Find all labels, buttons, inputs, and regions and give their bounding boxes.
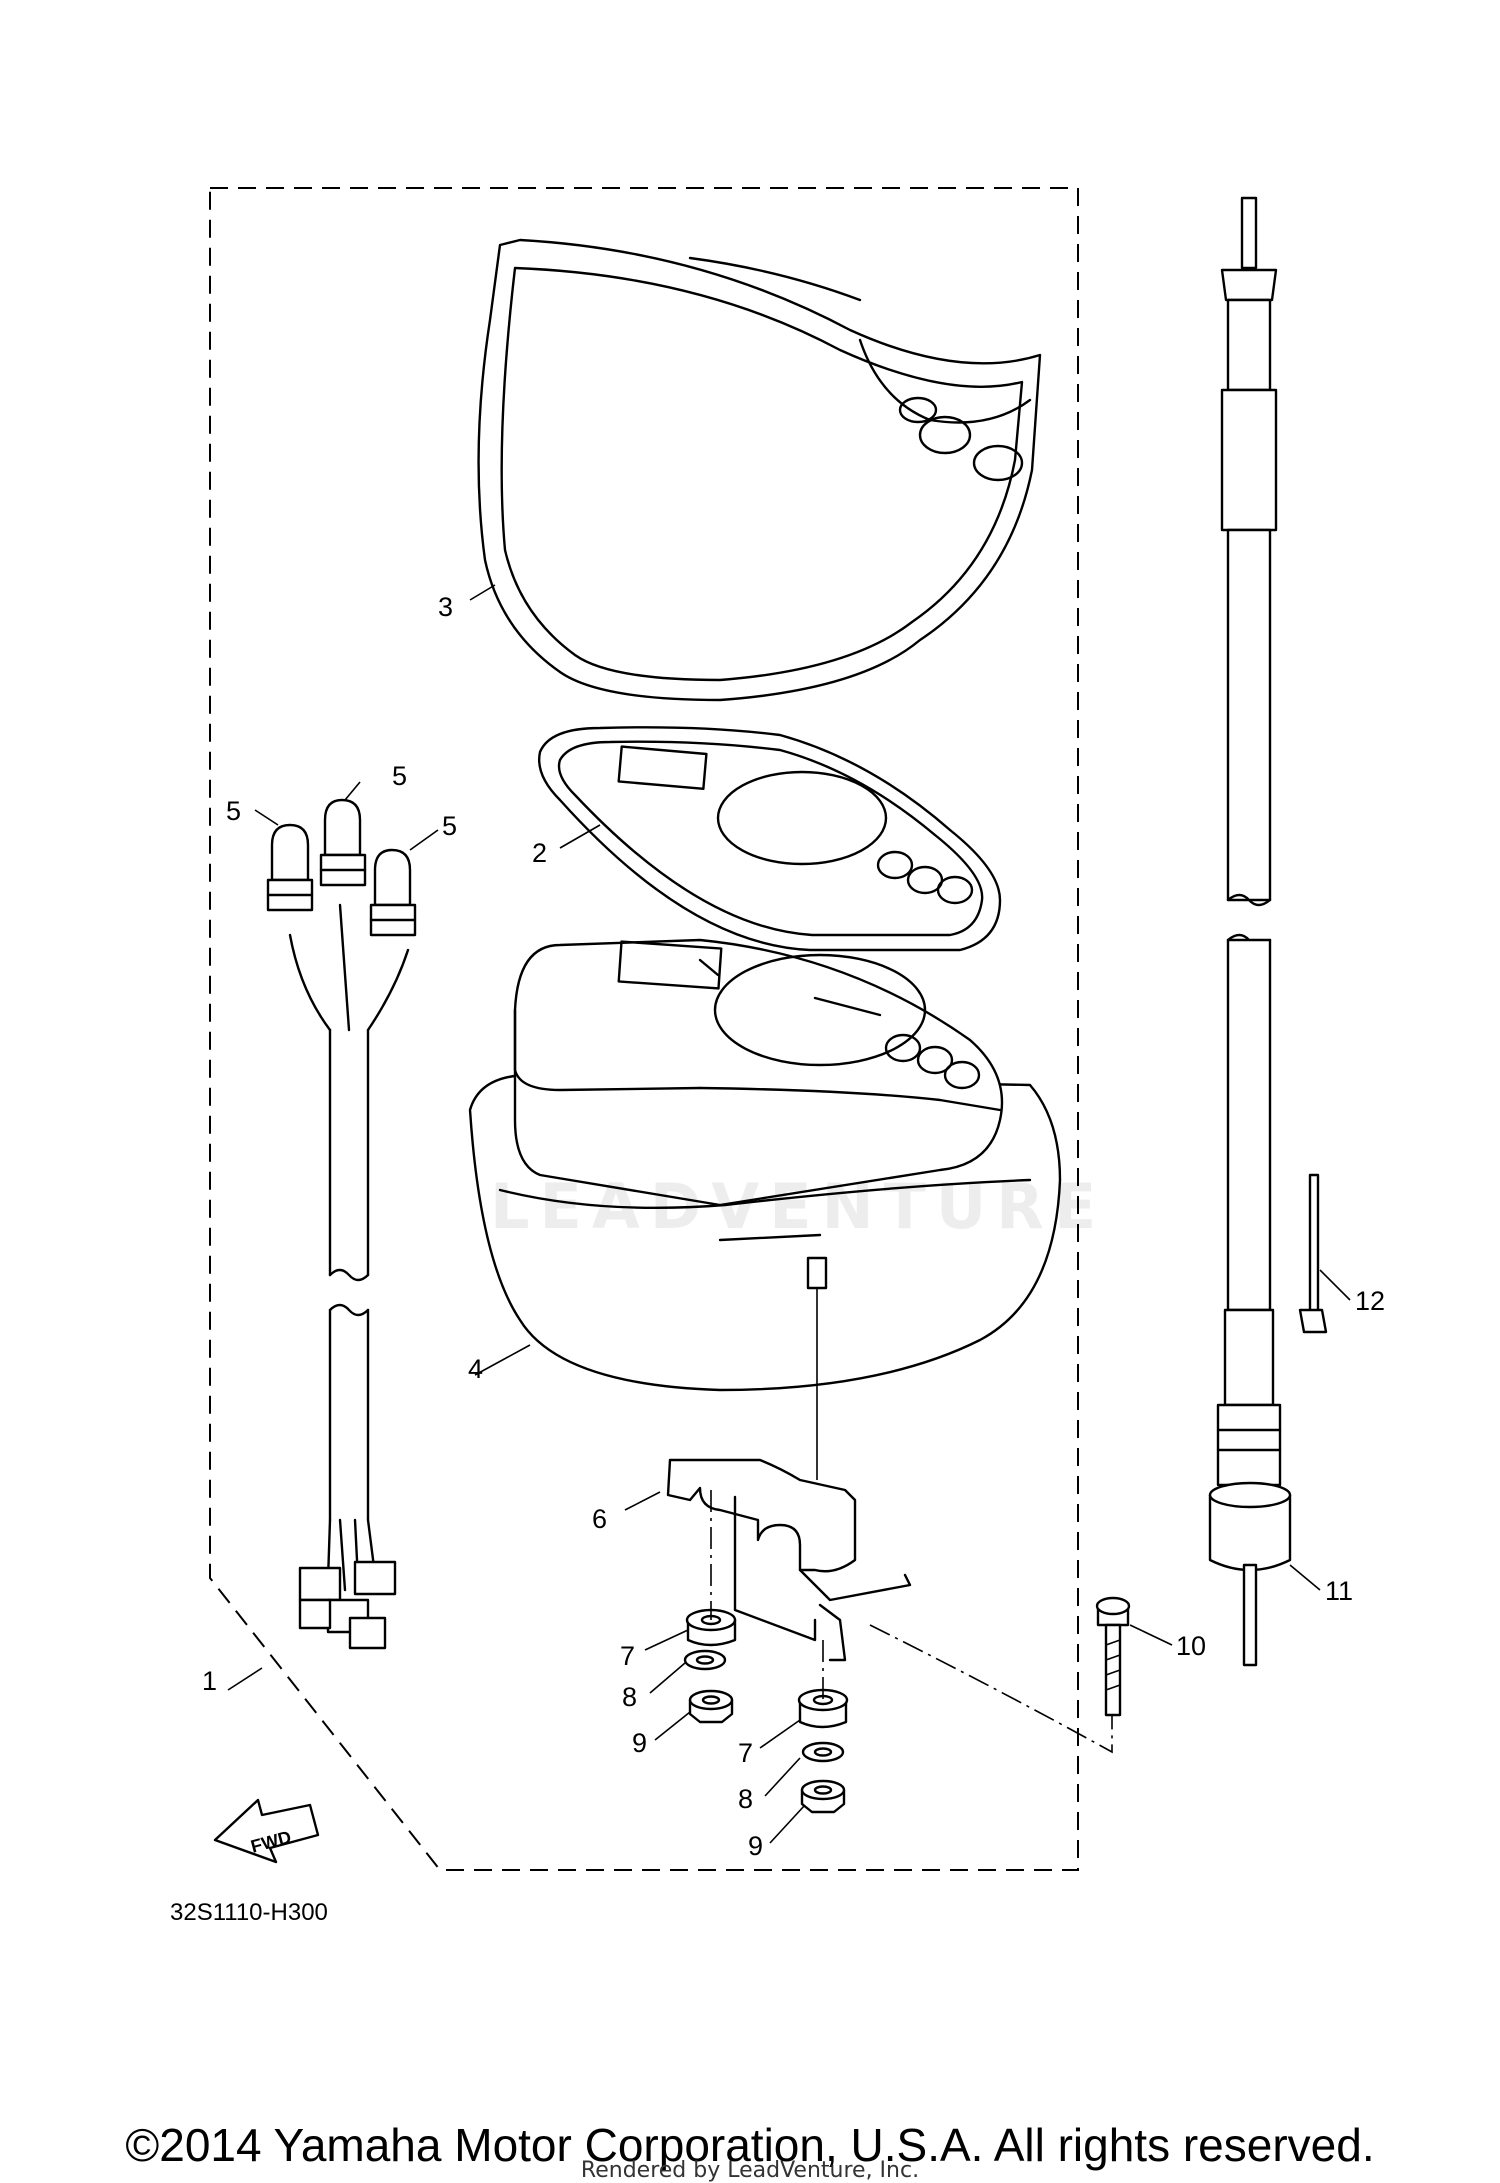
- callout-12: 12: [1355, 1286, 1385, 1316]
- fwd-arrow-icon: FWD: [213, 1798, 320, 1864]
- callout-10: 10: [1176, 1631, 1206, 1661]
- rendered-by-notice: Rendered by LeadVenture, Inc.: [580, 2158, 920, 2183]
- grommet-right: [797, 1688, 849, 1729]
- callout-4: 4: [468, 1354, 483, 1384]
- callout-9-left: 9: [632, 1728, 647, 1758]
- meter-cover: [477, 238, 1042, 702]
- cable-tie: [1298, 1173, 1328, 1334]
- washer-left: [683, 1649, 727, 1671]
- watermark: LEADVENTURE: [490, 1170, 1107, 1243]
- callout-7-right: 7: [738, 1738, 753, 1768]
- callout-3: 3: [438, 592, 453, 622]
- meter-panel: [538, 726, 1002, 952]
- bulb-right: [369, 848, 417, 937]
- callout-8-right: 8: [738, 1784, 753, 1814]
- speedometer-cable: [1208, 196, 1292, 1667]
- washer-right: [801, 1741, 845, 1763]
- callout-5-right: 5: [442, 811, 457, 841]
- connector: [298, 1560, 397, 1650]
- callout-11: 11: [1325, 1576, 1353, 1606]
- callout-8-left: 8: [622, 1682, 637, 1712]
- wire-harness: [288, 903, 410, 1650]
- callout-9-right: 9: [748, 1831, 763, 1861]
- diagram-code: 32S1110-H300: [170, 1899, 328, 1926]
- meter-assembly: [468, 938, 1062, 1480]
- callout-5-left: 5: [226, 796, 241, 826]
- callout-5-center: 5: [392, 761, 407, 791]
- bolt: [1095, 1596, 1131, 1717]
- nut-right: [800, 1779, 846, 1814]
- bulb-left: [266, 823, 314, 912]
- callout-7-left: 7: [620, 1641, 635, 1671]
- copyright-notice: ©2014 Yamaha Motor Corporation, U.S.A. A…: [125, 2119, 1375, 2171]
- meter-bracket: [666, 1458, 912, 1662]
- callout-6: 6: [592, 1504, 607, 1534]
- bulb-center: [319, 798, 367, 887]
- callout-1: 1: [202, 1666, 217, 1696]
- nut-left: [688, 1689, 734, 1724]
- callout-2: 2: [532, 838, 547, 868]
- assembly-boundary: [209, 187, 1079, 1871]
